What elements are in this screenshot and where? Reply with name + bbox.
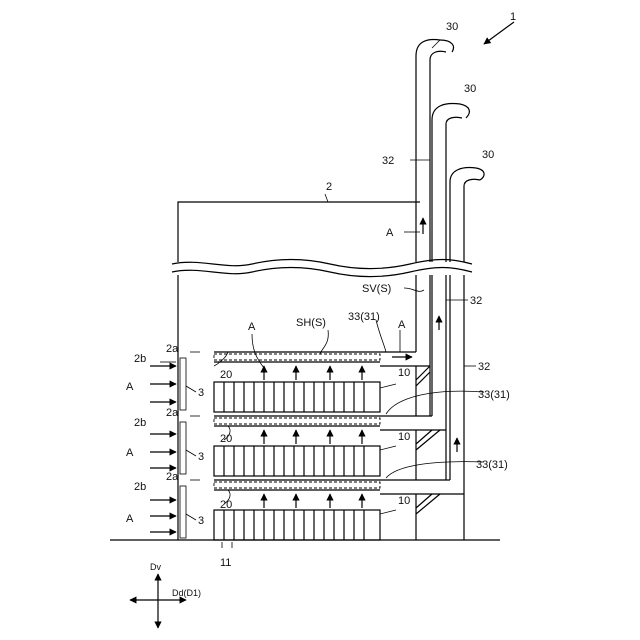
axis-label-vertical: Dv [150,562,161,572]
label-inlet-3: 2a [166,471,179,483]
label-air-left-1: A [126,381,134,393]
label-vertical-duct-2: 32 [470,295,482,307]
figure-number: 1 [510,11,516,23]
label-air-left-2: A [126,447,134,459]
label-space-h: SH(S) [296,317,326,329]
label-chamber-2: 20 [220,433,232,445]
server-rack-1 [214,382,380,412]
label-horizontal-duct-3: 33(31) [476,459,508,471]
label-vertical-duct-3: 32 [478,361,490,373]
louvers [180,358,186,538]
label-air-mid: A [248,321,256,333]
label-rack-servers: 11 [220,557,231,569]
label-horizontal-duct-2: 33(31) [478,389,510,401]
building-outline [110,202,500,540]
server-rack-3 [214,510,380,540]
break-line [172,260,472,277]
label-air-right: A [398,319,406,331]
label-module-1: 10 [398,367,410,379]
label-inlet-2: 2a [166,407,179,419]
vertical-duct-3 [450,168,484,494]
label-vertical-duct-1: 32 [382,155,394,167]
leader-lines [160,40,484,548]
figure-arrow [484,22,514,44]
axis-label-horizontal: Dd(D1) [172,588,201,598]
label-louver-3: 2b [134,481,146,493]
label-chimney-top-2: 30 [464,83,476,95]
label-fan-inlet-3: 3 [198,515,204,527]
label-module-2: 10 [398,431,410,443]
label-space-v: SV(S) [362,283,391,295]
heat-strips [214,354,380,488]
label-chimney-top-1: 30 [446,21,458,33]
label-air-top: A [386,227,394,239]
duct-flow-arrows [392,218,457,452]
coordinate-axes [130,574,186,628]
label-chamber-3: 20 [220,499,232,511]
label-air-left-3: A [126,513,134,525]
label-louver-2: 2b [134,417,146,429]
label-building: 2 [326,181,332,193]
label-louver-1: 2b [134,353,146,365]
label-fan-inlet-2: 3 [198,451,204,463]
label-fan-inlet-1: 3 [198,387,204,399]
label-inlet-1: 2a [166,343,179,355]
rack-updraft-arrows [264,366,362,508]
label-chamber-1: 20 [220,369,232,381]
label-horizontal-duct-1: 33(31) [348,311,380,323]
vertical-duct-1 [416,40,454,366]
server-rack-2 [214,446,380,476]
intake-arrows [150,366,176,532]
label-chimney-top-3: 30 [482,149,494,161]
label-module-3: 10 [398,495,410,507]
